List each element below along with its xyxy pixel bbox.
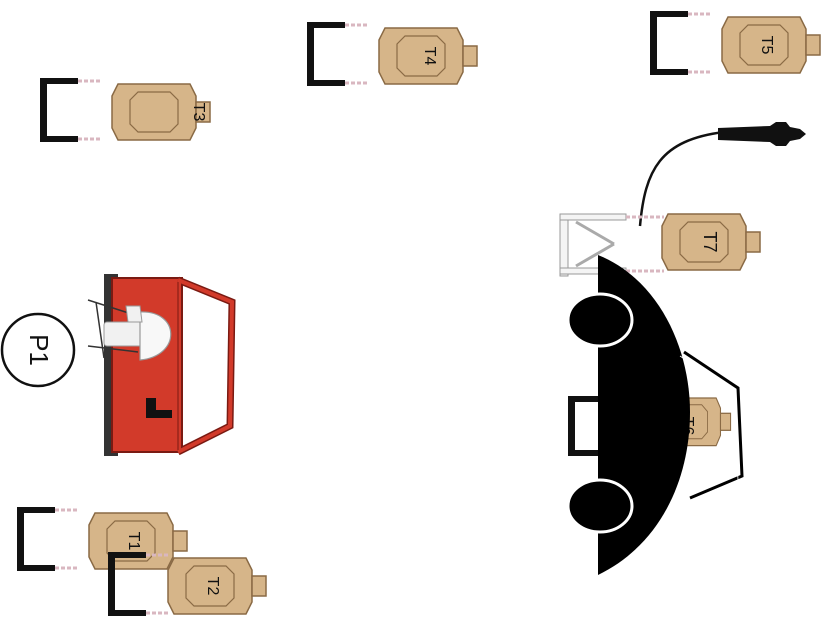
start-position-p1: P1 — [2, 314, 74, 386]
target-stand — [17, 507, 79, 571]
target-stand — [650, 11, 712, 75]
target-t5: T5 — [650, 11, 820, 75]
target-t4: T4 — [307, 22, 477, 86]
target-label: T3 — [190, 103, 207, 122]
start-table — [88, 274, 232, 456]
target-label: T1 — [125, 532, 142, 551]
target-t7: T7 — [560, 214, 760, 276]
target-label: T5 — [758, 36, 775, 55]
target-label: T4 — [421, 47, 438, 66]
start-position-label: P1 — [24, 334, 54, 366]
target-t1: T1 — [17, 507, 187, 571]
target-stand — [40, 78, 102, 142]
target-stand — [568, 396, 598, 456]
car-wheel — [568, 294, 632, 346]
target-stand — [307, 22, 369, 86]
target-t3: T3 — [40, 78, 210, 142]
swinger-arm-icon — [640, 122, 806, 226]
target-label: T7 — [700, 231, 720, 252]
target-label: T2 — [204, 577, 221, 596]
car-wheel — [568, 480, 632, 532]
